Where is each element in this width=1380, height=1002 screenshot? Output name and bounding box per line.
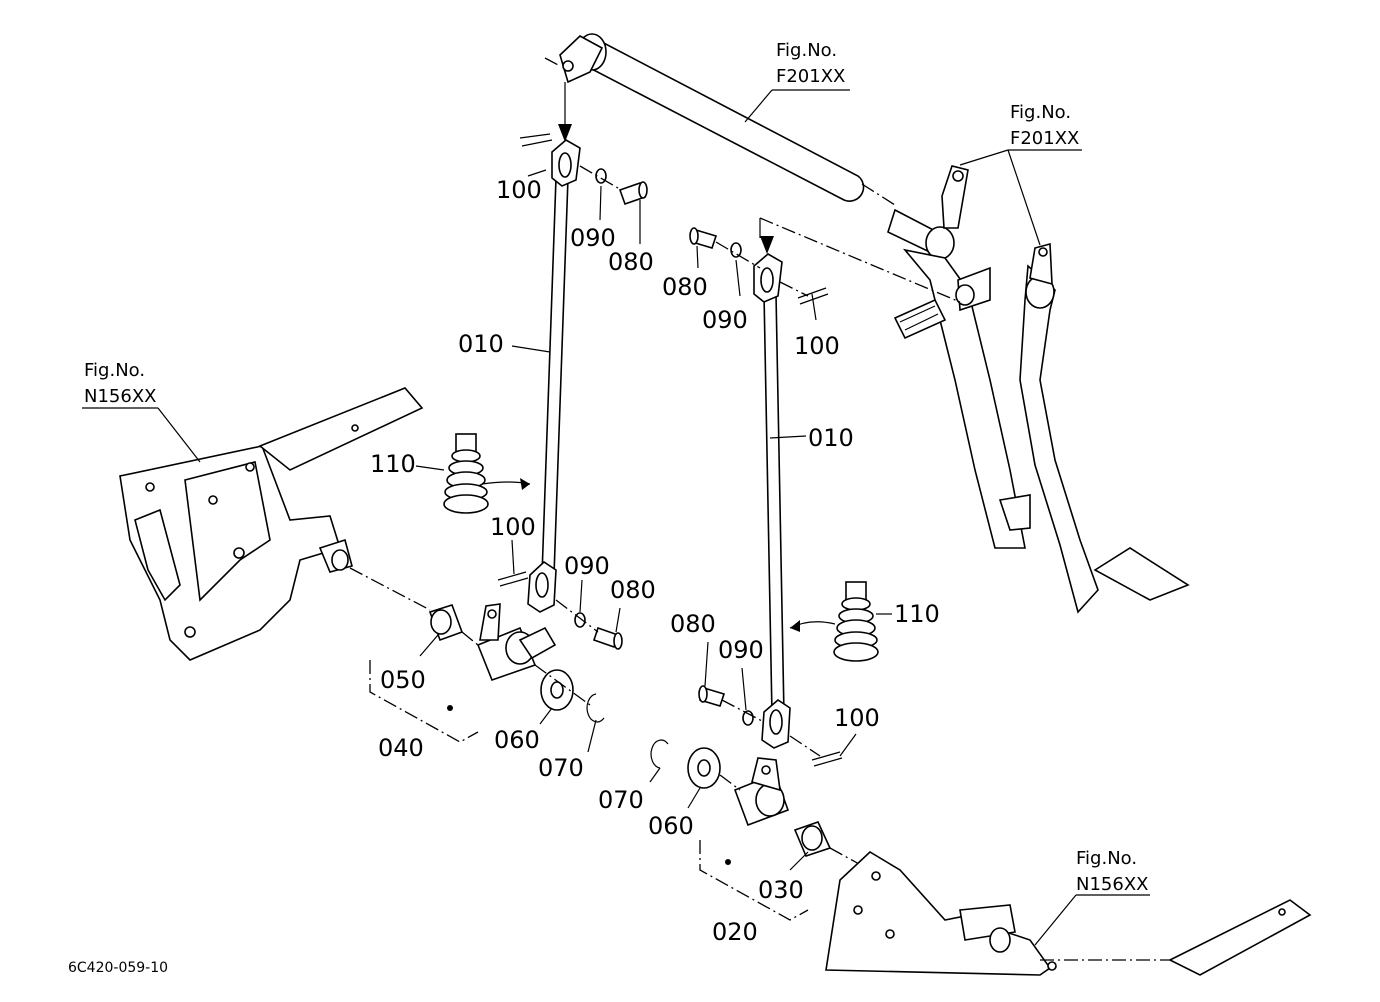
pivot-assembly-right <box>650 739 871 921</box>
callout-100: 100 <box>834 704 880 732</box>
rubber-boot-right <box>789 581 879 662</box>
callout-070: 070 <box>598 786 644 814</box>
callout-090: 090 <box>570 224 616 252</box>
fasteners <box>497 133 843 767</box>
fig-ref-n156xx-bottom-number: N156XX <box>1076 874 1148 895</box>
rubber-boot-left <box>443 433 531 514</box>
callout-100: 100 <box>490 513 536 541</box>
callout-040: 040 <box>378 734 424 762</box>
callout-100: 100 <box>794 332 840 360</box>
rod-left <box>527 82 581 613</box>
callout-110: 110 <box>370 450 416 478</box>
pivot-assembly-left <box>369 603 605 743</box>
figure-reference-labels: Fig.No. F201XX Fig.No. F201XX Fig.No. N1… <box>84 40 1148 895</box>
callout-080: 080 <box>670 610 716 638</box>
fig-ref-n156xx-left-title: Fig.No. <box>84 360 145 381</box>
callout-010: 010 <box>458 330 504 358</box>
callout-070: 070 <box>538 754 584 782</box>
callout-020: 020 <box>712 918 758 946</box>
callout-010: 010 <box>808 424 854 452</box>
fig-ref-f201xx-top-number: F201XX <box>776 66 845 87</box>
callout-050: 050 <box>380 666 426 694</box>
callout-110: 110 <box>894 600 940 628</box>
fig-ref-f201xx-top-title: Fig.No. <box>776 40 837 61</box>
part-callouts: 100 090 080 080 090 100 010 010 110 100 … <box>370 176 940 946</box>
callout-030: 030 <box>758 876 804 904</box>
fig-ref-n156xx-bottom-title: Fig.No. <box>1076 848 1137 869</box>
callout-060: 060 <box>494 726 540 754</box>
callout-080: 080 <box>608 248 654 276</box>
drawing-code: 6C420-059-10 <box>68 960 168 976</box>
rod-right <box>753 236 791 749</box>
frame-bracket-left <box>119 387 431 661</box>
callout-090: 090 <box>564 552 610 580</box>
pedal-assembly <box>759 165 1190 614</box>
fig-ref-f201xx-right-title: Fig.No. <box>1010 102 1071 123</box>
cross-shaft <box>544 33 896 206</box>
frame-bracket-right <box>825 851 1312 976</box>
fig-ref-f201xx-right-number: F201XX <box>1010 128 1079 149</box>
callout-080: 080 <box>662 273 708 301</box>
leader-lines <box>82 89 1150 946</box>
callout-090: 090 <box>718 636 764 664</box>
callout-060: 060 <box>648 812 694 840</box>
fig-ref-n156xx-left-number: N156XX <box>84 386 156 407</box>
callout-080: 080 <box>610 576 656 604</box>
callout-090: 090 <box>702 306 748 334</box>
callout-100: 100 <box>496 176 542 204</box>
